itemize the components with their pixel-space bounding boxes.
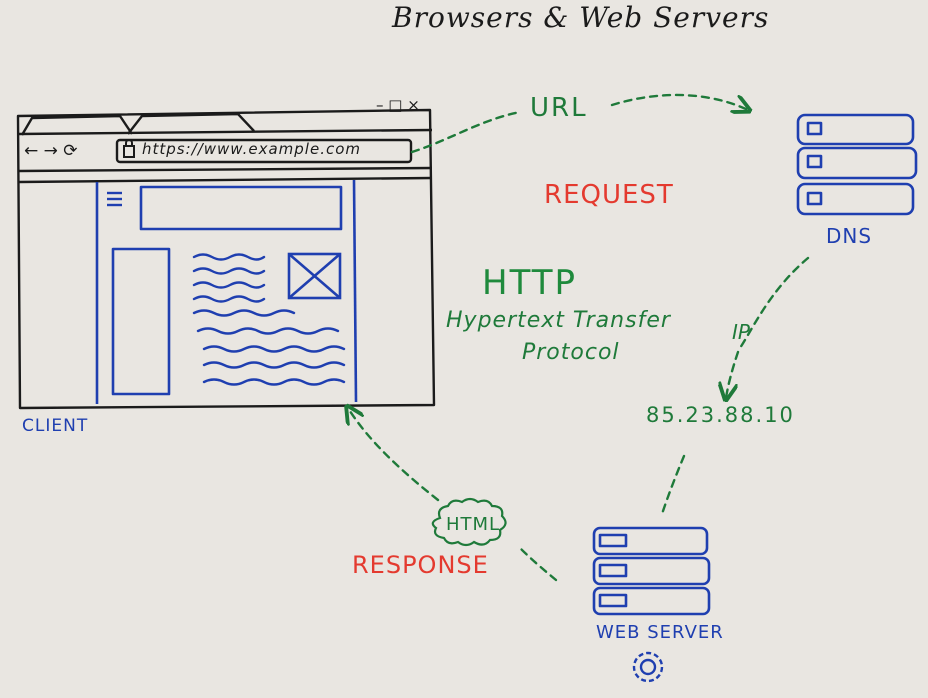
web-server-icon (592, 526, 711, 616)
ip-label: IP (732, 320, 750, 344)
html-cloud-badge (431, 497, 507, 547)
browser-window (16, 108, 436, 410)
http-label: HTTP (482, 263, 578, 303)
diagram-title: Browsers & Web Servers (392, 1, 770, 34)
lock-icon (123, 139, 135, 158)
dns-label: DNS (826, 224, 873, 248)
html-label: HTML (446, 514, 501, 535)
http-full-name-line1: Hypertext Transfer (446, 308, 671, 333)
text-lines (192, 253, 346, 386)
web-server-label: WEB SERVER (596, 622, 724, 643)
http-full-name-line2: Protocol (522, 340, 620, 365)
connector-arrows (348, 93, 810, 582)
page-content (95, 179, 358, 404)
image-placeholder-icon (287, 252, 342, 300)
request-label: REQUEST (544, 180, 674, 210)
hamburger-menu-icon (107, 191, 122, 207)
response-label: RESPONSE (352, 551, 489, 579)
dns-server-icon (796, 113, 918, 216)
client-label: CLIENT (22, 416, 89, 436)
browser-nav-buttons[interactable]: ← → ⟳ (24, 141, 78, 161)
gear-icon (632, 651, 664, 683)
address-bar-text[interactable]: https://www.example.com (142, 140, 362, 158)
window-controls[interactable]: – □ × (376, 96, 420, 114)
url-label: URL (530, 93, 588, 123)
ip-address: 85.23.88.10 (646, 403, 795, 427)
